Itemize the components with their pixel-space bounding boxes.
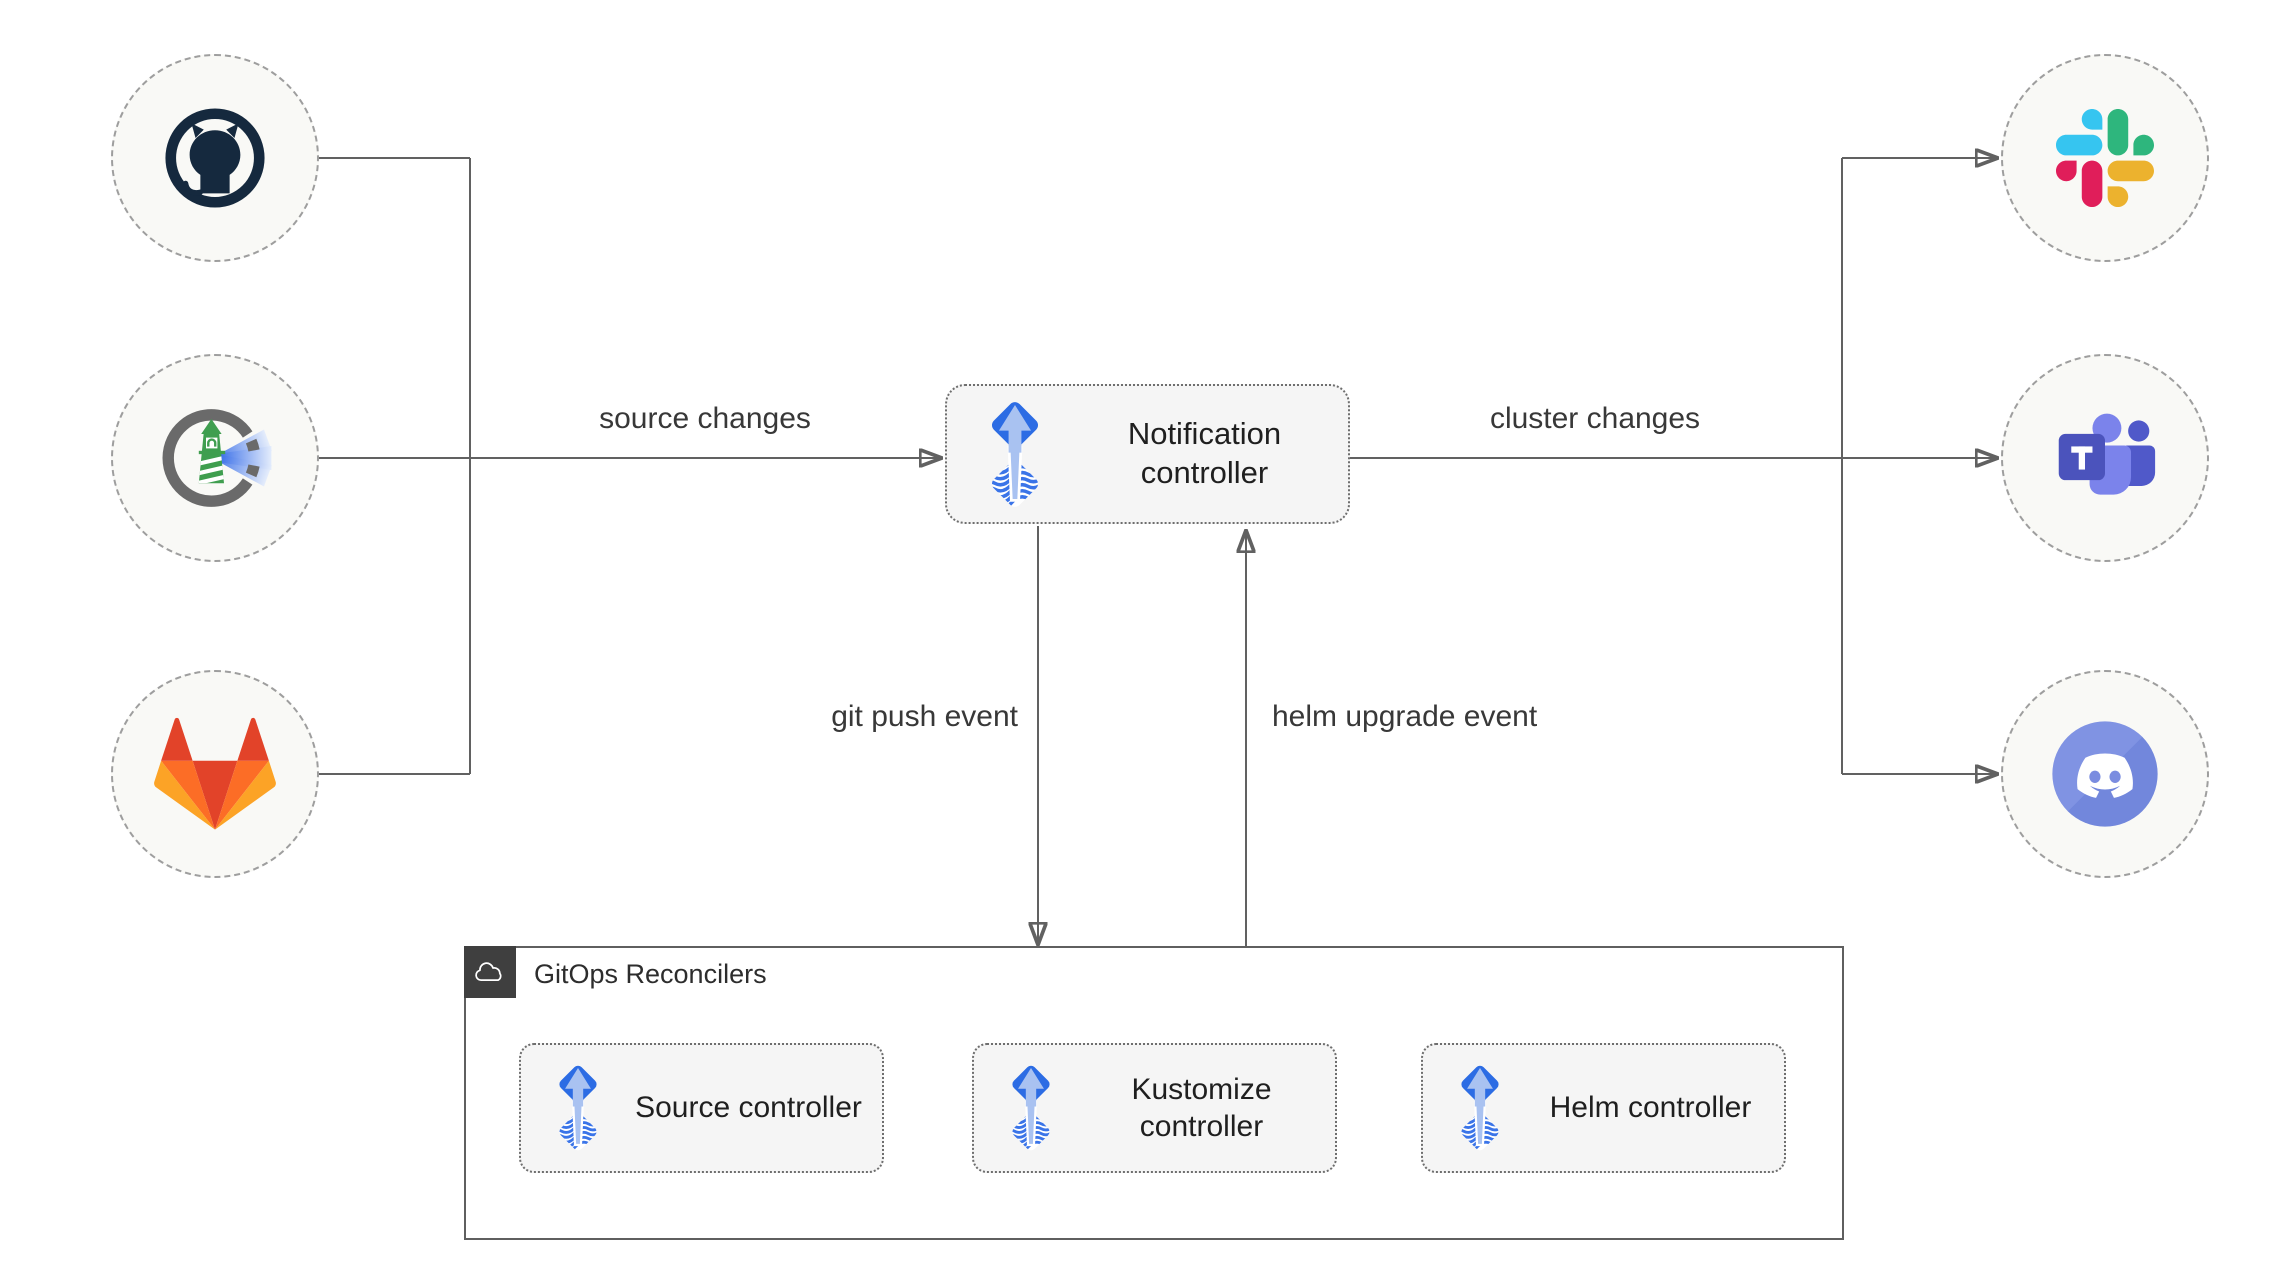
github-icon bbox=[156, 99, 274, 217]
node-notification-controller: Notification controller bbox=[945, 384, 1350, 524]
gitops-reconcilers-title: GitOps Reconcilers bbox=[534, 958, 767, 989]
node-github bbox=[111, 54, 319, 262]
notification-controller-label: Notification controller bbox=[1127, 416, 1282, 490]
helm-controller-label: Helm controller bbox=[1549, 1091, 1752, 1125]
node-gitlab bbox=[111, 670, 319, 878]
gitops-reconcilers-header bbox=[464, 946, 516, 998]
edge-label-cluster-changes: cluster changes bbox=[1489, 402, 1701, 435]
edge-label-source-changes: source changes bbox=[599, 402, 811, 435]
cloud-icon bbox=[472, 959, 508, 986]
slack-icon bbox=[2056, 109, 2154, 207]
edge-label-helm-upgrade-event: helm upgrade event bbox=[1272, 700, 1538, 733]
node-image-registry bbox=[111, 354, 319, 562]
gitlab-icon bbox=[152, 713, 278, 835]
node-kustomize-controller: Kustomize controller bbox=[972, 1043, 1337, 1173]
node-discord bbox=[2001, 670, 2209, 878]
flux-icon bbox=[994, 1059, 1068, 1157]
node-slack bbox=[2001, 54, 2209, 262]
flux-icon bbox=[1443, 1059, 1517, 1157]
source-controller-label: Source controller bbox=[635, 1091, 862, 1125]
node-source-controller: Source controller bbox=[519, 1043, 884, 1173]
microsoft-teams-icon bbox=[2047, 405, 2163, 511]
kustomize-controller-label: Kustomize controller bbox=[1131, 1072, 1272, 1144]
node-helm-controller: Helm controller bbox=[1421, 1043, 1786, 1173]
node-microsoft-teams bbox=[2001, 354, 2209, 562]
flux-icon bbox=[541, 1059, 615, 1157]
edge-label-git-push-event: git push event bbox=[831, 700, 1018, 733]
lighthouse-registry-icon bbox=[155, 398, 275, 518]
flux-icon bbox=[969, 394, 1061, 515]
discord-icon bbox=[2049, 718, 2161, 830]
